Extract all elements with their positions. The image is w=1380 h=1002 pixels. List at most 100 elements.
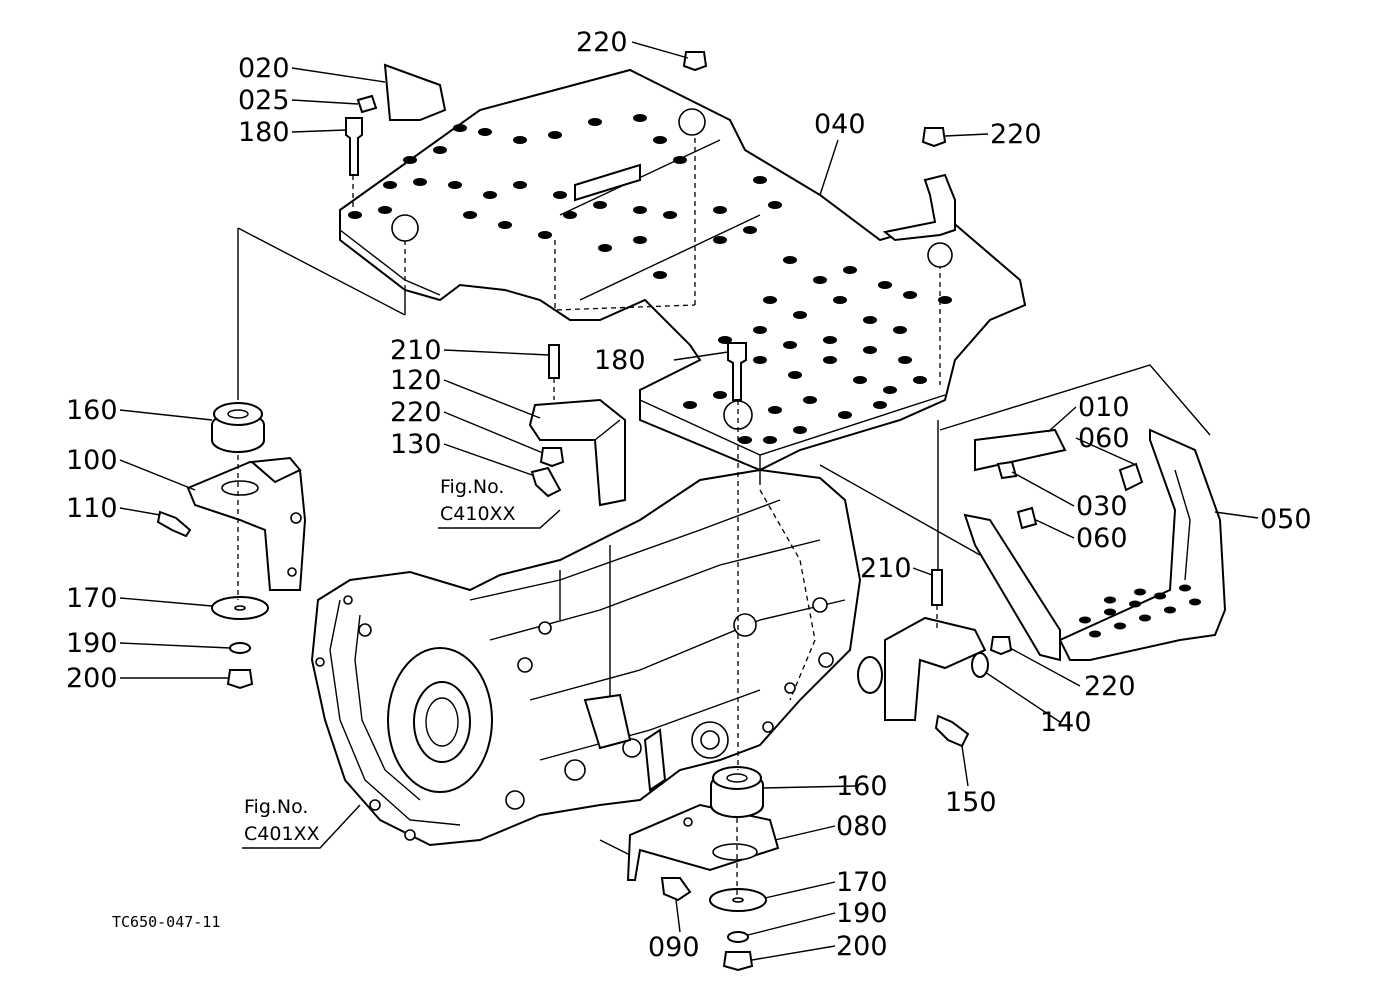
plate-hole (598, 244, 612, 252)
plate-hole (753, 326, 767, 334)
callout-050: 050 (1260, 504, 1312, 535)
plate-holes (348, 114, 952, 444)
callout-160-left: 160 (66, 395, 118, 426)
plate-hole (433, 146, 447, 154)
plate-hole (513, 136, 527, 144)
callout-150: 150 (945, 787, 997, 818)
plate-hole (713, 391, 727, 399)
plate-hole (823, 356, 837, 364)
plate-hole (453, 124, 467, 132)
plate-hole (873, 401, 887, 409)
callout-200-right: 200 (836, 931, 888, 962)
callout-030: 030 (1076, 491, 1128, 522)
plate-hole (853, 376, 867, 384)
fig-ref-1-line2: C410XX (440, 503, 516, 525)
bracket-020 (383, 63, 447, 121)
bolts (156, 51, 1144, 902)
plate-hole (653, 136, 667, 144)
plate-hole (588, 118, 602, 126)
plate-hole (833, 296, 847, 304)
callout-220-right: 220 (1084, 671, 1136, 702)
callout-160-right: 160 (836, 771, 888, 802)
step-hole (1089, 630, 1101, 638)
plate-hole (768, 406, 782, 414)
step-hole (1139, 614, 1151, 622)
plate-hole (753, 356, 767, 364)
callout-220-pedal: 220 (990, 119, 1042, 150)
step-050 (963, 428, 1227, 662)
plate-hole (938, 296, 952, 304)
fig-ref-2-line1: Fig.No. (244, 796, 308, 818)
plate-hole (633, 236, 647, 244)
step-hole (1179, 584, 1191, 592)
plate-hole (913, 376, 927, 384)
plate-hole (498, 221, 512, 229)
bracket-100 (186, 456, 307, 591)
plate-hole (548, 131, 562, 139)
plate-hole (653, 271, 667, 279)
plate-hole (803, 396, 817, 404)
step-holes (1079, 584, 1201, 638)
plate-hole (763, 436, 777, 444)
plate-hole (478, 128, 492, 136)
plate-hole (743, 226, 757, 234)
bracket-140 (857, 616, 989, 721)
plate-hole (633, 114, 647, 122)
plate-hole (753, 176, 767, 184)
plate-hole (448, 181, 462, 189)
callout-060-lower: 060 (1076, 523, 1128, 554)
plate-hole (783, 256, 797, 264)
plate-hole (593, 201, 607, 209)
plate-hole (713, 236, 727, 244)
plate-hole (768, 201, 782, 209)
plate-hole (843, 266, 857, 274)
plate-hole (863, 346, 877, 354)
washer-170-left (211, 596, 269, 620)
step-hole (1114, 622, 1126, 630)
plate-hole (738, 436, 752, 444)
plate-hole (878, 281, 892, 289)
plate-hole (633, 206, 647, 214)
callout-110: 110 (66, 493, 118, 524)
plate-hole (663, 211, 677, 219)
plate-hole (838, 411, 852, 419)
plate-hole (563, 211, 577, 219)
callout-120: 120 (390, 365, 442, 396)
callout-210-right: 210 (860, 553, 912, 584)
callout-180-center: 180 (594, 345, 646, 376)
callout-220-center: 220 (390, 397, 442, 428)
callout-100: 100 (66, 445, 118, 476)
alignment-lines (237, 175, 1211, 895)
transmission-housing (310, 468, 862, 847)
callout-020: 020 (238, 53, 290, 84)
callout-170-left: 170 (66, 583, 118, 614)
rubber-mount-160-right (710, 766, 764, 818)
plate-hole (383, 181, 397, 189)
callout-200-left: 200 (66, 663, 118, 694)
leader-lines (119, 41, 1259, 961)
step-hole (1134, 588, 1146, 596)
plate-hole (863, 316, 877, 324)
callout-040: 040 (814, 109, 866, 140)
plate-hole (348, 211, 362, 219)
drawing-code: TC650-047-11 (112, 913, 220, 931)
plate-hole (673, 156, 687, 164)
plate-hole (783, 341, 797, 349)
step-hole (1164, 606, 1176, 614)
callout-180-top: 180 (238, 117, 290, 148)
pedal-bracket (882, 173, 956, 242)
plate-hole (413, 178, 427, 186)
step-hole (1104, 596, 1116, 604)
plate-hole (823, 336, 837, 344)
plate-hole (513, 181, 527, 189)
plate-hole (788, 371, 802, 379)
plate-hole (893, 326, 907, 334)
plate-hole (403, 156, 417, 164)
callout-labels: 020 025 180 220 040 220 210 120 180 220 … (66, 27, 1312, 963)
plate-hole (763, 296, 777, 304)
callout-025: 025 (238, 85, 290, 116)
plate-hole (813, 276, 827, 284)
rubber-mount-160-left (211, 402, 265, 453)
plate-hole (483, 191, 497, 199)
